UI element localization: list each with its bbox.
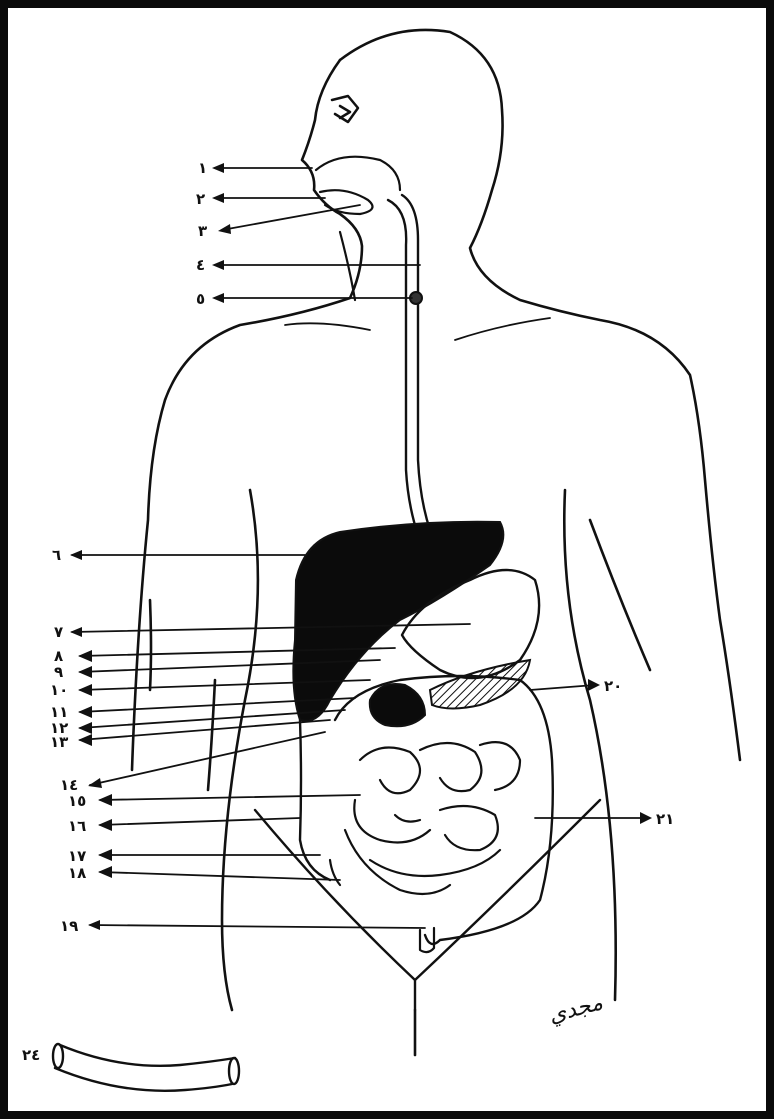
- label-21: ٢١: [656, 810, 674, 828]
- label-9: ٩: [54, 663, 63, 681]
- label-5: ٥: [196, 290, 205, 308]
- label-17: ١٧: [68, 847, 86, 865]
- label-15: ١٥: [68, 792, 86, 810]
- label-19: ١٩: [60, 917, 78, 935]
- label-3: ٣: [198, 222, 207, 240]
- label-13: ١٣: [50, 733, 68, 751]
- label-16: ١٦: [68, 817, 86, 835]
- label-6: ٦: [52, 546, 61, 564]
- label-1: ١: [198, 159, 207, 177]
- label-18: ١٨: [68, 864, 86, 882]
- label-20: ٢٠: [604, 677, 622, 695]
- label-7: ٧: [54, 623, 63, 641]
- label-2: ٢: [196, 190, 205, 208]
- label-4: ٤: [196, 256, 205, 274]
- label-bottom: ٢٤: [22, 1046, 40, 1064]
- label-10: ١٠: [50, 681, 68, 699]
